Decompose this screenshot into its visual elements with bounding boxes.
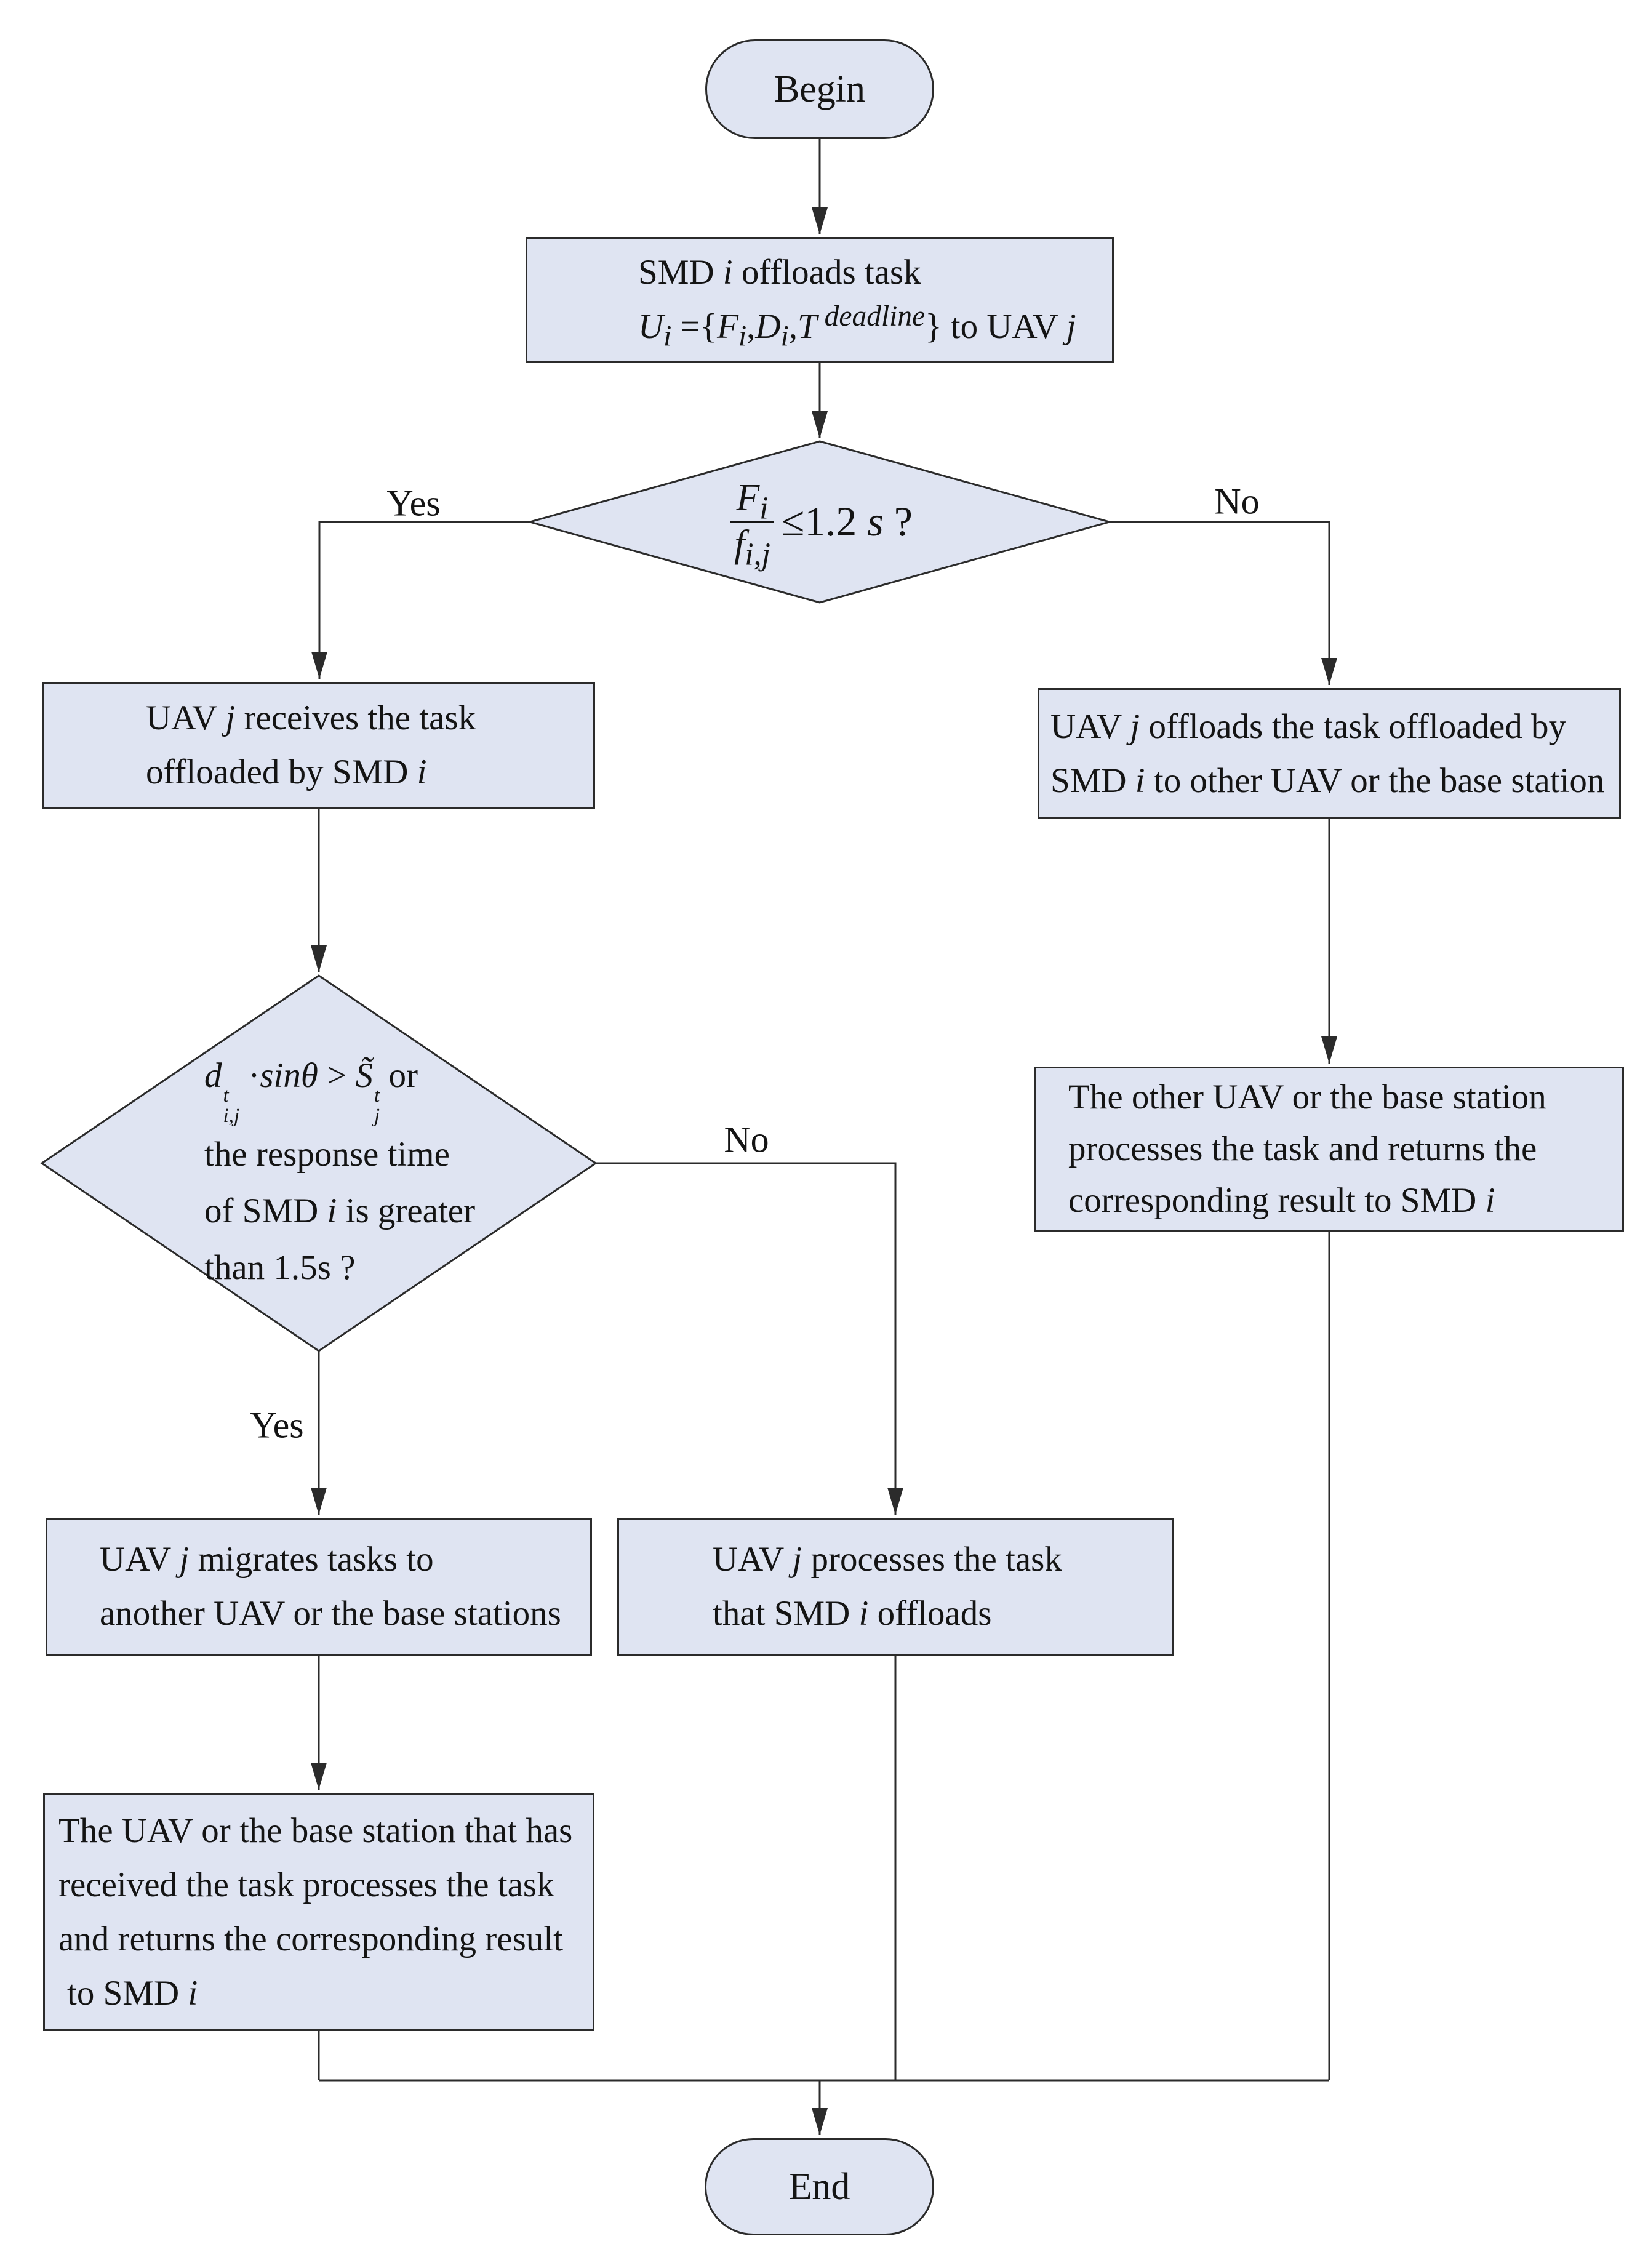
process-task-line1: UAV j processes the task [713,1540,1062,1579]
offload-task-line2: Ui ={Fi,Di,T deadline} to UAV j [638,300,1076,353]
edge-decision1-yes [311,521,530,679]
node-process-task: UAV j processes the task that SMD i offl… [617,1518,1174,1656]
received-processes-line3: and returns the corresponding result [58,1919,563,1958]
edge-decision1-no [1110,521,1337,685]
node-other-processes: The other UAV or the base station proces… [1034,1067,1624,1232]
end-label: End [788,2166,850,2208]
node-offload-other: UAV j offloads the task offloaded by SMD… [1038,688,1621,819]
node-migrate-tasks: UAV j migrates tasks to another UAV or t… [46,1518,592,1656]
node-end: End [705,2138,934,2235]
received-processes-line1: The UAV or the base station that has [58,1811,573,1850]
offload-other-line2: SMD i to other UAV or the base station [1050,761,1605,800]
other-processes-line1: The other UAV or the base station [1068,1078,1546,1116]
offload-task-line1: SMD i offloads task [638,253,921,292]
label-no-decision1: No [1214,481,1260,522]
migrate-tasks-line2: another UAV or the base stations [100,1594,561,1633]
node-receive-task: UAV j receives the task offloaded by SMD… [42,682,595,809]
decision-ratio-content: Fi fi,j ≤1.2 s ? [622,440,1022,603]
offload-other-line1: UAV j offloads the task offloaded by [1050,707,1567,746]
decision-ratio-shape [526,440,1113,604]
node-begin: Begin [705,39,934,139]
begin-label: Begin [774,68,866,110]
receive-task-line1: UAV j receives the task [146,699,476,737]
decision-distance-shape [40,974,598,1352]
decision-distance-line3: of SMD i is greater [204,1192,476,1231]
decision-distance-line2: the response time [204,1135,450,1174]
decision-distance-line4: than 1.5s ? [204,1248,356,1288]
node-offload-task: SMD i offloads task Ui ={Fi,Di,T deadlin… [526,237,1114,363]
ratio-condition: ≤1.2 s ? [781,497,913,545]
edge-decision2-no [596,1162,903,1515]
other-processes-line2: processes the task and returns the [1068,1129,1537,1168]
node-received-processes: The UAV or the base station that has rec… [43,1793,594,2031]
migrate-tasks-line1: UAV j migrates tasks to [100,1540,434,1579]
ratio-fraction: Fi fi,j [730,476,774,570]
label-yes-decision1: Yes [386,483,441,524]
received-processes-line2: received the task processes the task [58,1865,554,1904]
received-processes-line4: to SMD i [67,1973,198,2013]
ratio-denominator: fi,j [730,520,774,570]
ratio-numerator: Fi [736,477,769,526]
label-yes-decision2: Yes [250,1404,304,1446]
process-task-line2: that SMD i offloads [713,1594,992,1633]
label-no-decision2: No [724,1119,769,1160]
other-processes-line3: corresponding result to SMD i [1068,1181,1495,1220]
receive-task-line2: offloaded by SMD i [146,753,427,791]
